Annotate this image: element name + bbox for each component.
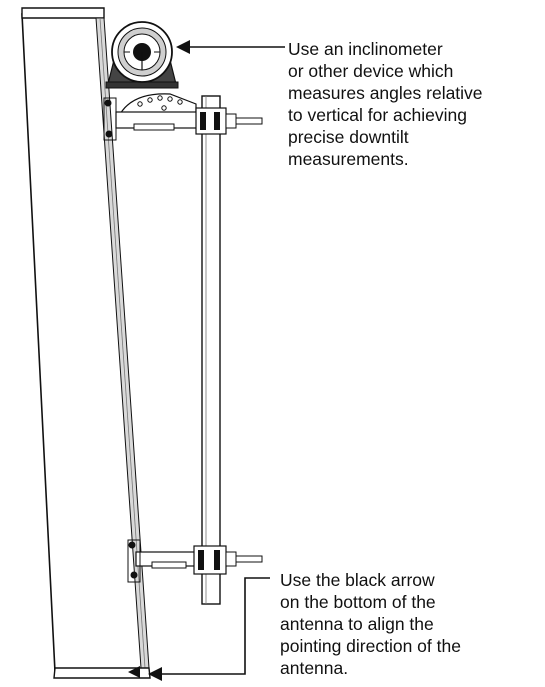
antenna-body [21, 7, 151, 679]
black-arrow-note: Use the black arrow on the bottom of the… [280, 570, 461, 678]
bottom-mounting-bracket [127, 539, 263, 583]
arrow-note-leader [148, 577, 270, 681]
inclinometer-leader [176, 40, 285, 54]
antenna-black-arrow [128, 666, 140, 678]
arrow-left-icon [148, 667, 162, 681]
arrow-left-icon [176, 40, 190, 54]
inclinometer-icon [105, 21, 179, 89]
top-mounting-bracket [103, 93, 263, 141]
inclinometer-note: Use an inclinometer or other device whic… [288, 39, 483, 169]
mounting-pole [201, 95, 221, 605]
